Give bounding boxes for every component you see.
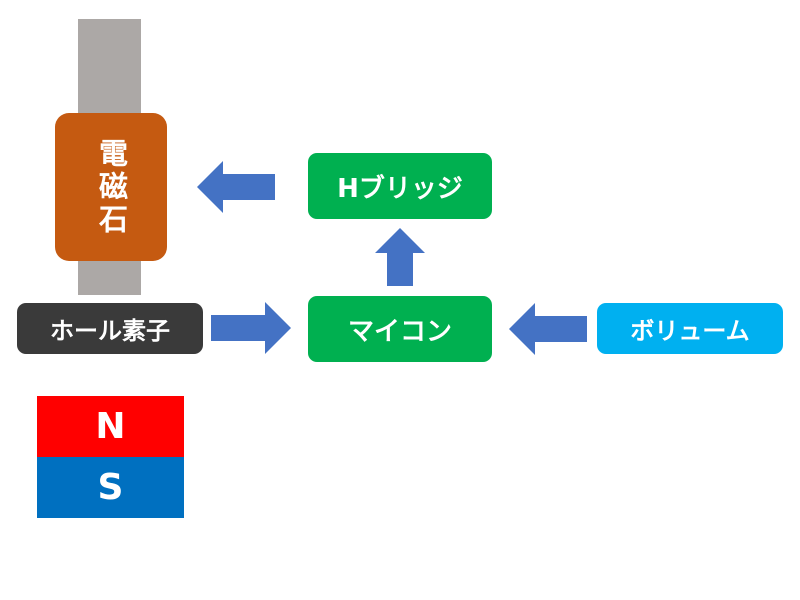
arrow-volume-to-mcu — [509, 303, 587, 355]
mcu-label: マイコン — [347, 316, 452, 347]
arrow-hall-to-mcu — [211, 302, 291, 354]
north-label: N — [95, 406, 126, 447]
hall-sensor-label: ホール素子 — [50, 317, 170, 345]
mcu-block: マイコン — [308, 296, 492, 362]
hbridge-block: Hブリッジ — [308, 153, 492, 219]
magnet-north-pole: N — [37, 396, 184, 457]
volume-block: ボリューム — [597, 303, 783, 354]
arrow-mcu-to-hbridge — [375, 228, 425, 286]
south-label: S — [97, 467, 124, 508]
electromagnet-block: 電磁石 — [55, 113, 167, 261]
hall-sensor-block: ホール素子 — [17, 303, 203, 354]
electromagnet-label: 電磁石 — [94, 137, 129, 237]
hbridge-label: Hブリッジ — [337, 173, 463, 204]
arrow-hbridge-to-electromagnet — [197, 161, 275, 213]
magnet-south-pole: S — [37, 457, 184, 518]
volume-label: ボリューム — [630, 317, 750, 345]
